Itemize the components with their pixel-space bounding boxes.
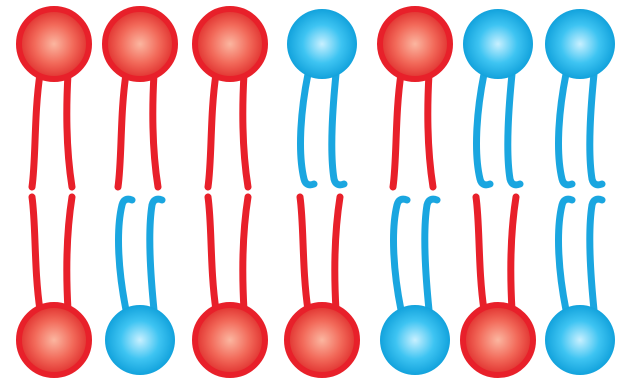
top-lipid-7-tail-left [555,70,576,189]
bottom-lipid-5-tail-left [390,195,411,314]
top-lipid-6-tail-right [504,70,524,189]
top-lipid-7-head [545,9,615,79]
top-lipid-5-head [377,6,453,82]
bottom-lipid-5-head [380,305,450,375]
bottom-lipid-7-blue [545,195,615,375]
bottom-lipid-1-red [16,193,92,378]
top-lipid-6-blue [463,9,533,189]
top-lipid-1-red [16,6,92,191]
top-lipid-4-tail-right [328,70,348,189]
top-lipid-5-red [377,6,453,191]
bottom-lipid-4-head [284,302,360,378]
top-leaflet [16,6,615,191]
top-lipid-1-tail-right [63,70,76,191]
top-lipid-2-tail-right [149,70,162,191]
bottom-lipid-7-tail-left [555,195,576,314]
top-lipid-1-head [16,6,92,82]
top-lipid-2-tail-left [114,70,130,191]
bottom-lipid-6-tail-right [507,193,520,314]
bottom-lipid-3-tail-right [239,193,252,314]
top-lipid-3-red [192,6,268,191]
bottom-lipid-5-tail-right [421,195,441,314]
bottom-lipid-2-tail-left [115,195,136,314]
top-lipid-2-head [102,6,178,82]
bottom-lipid-2-tail-right [146,195,166,314]
top-lipid-4-blue [287,9,357,189]
bottom-lipid-6-head [460,302,536,378]
top-lipid-4-head [287,9,357,79]
bottom-lipid-2-head [105,305,175,375]
top-lipid-5-tail-left [389,70,405,191]
bottom-lipid-6-red [460,193,536,378]
top-lipid-3-tail-left [204,70,220,191]
top-lipid-6-head [463,9,533,79]
top-lipid-6-tail-left [473,70,494,189]
bottom-lipid-3-red [192,193,268,378]
bottom-leaflet [16,193,615,378]
top-lipid-7-blue [545,9,615,189]
top-lipid-4-tail-left [297,70,318,189]
bottom-lipid-1-tail-right [63,193,76,314]
bottom-lipid-4-red [284,193,360,378]
bottom-lipid-4-tail-left [296,193,312,314]
top-lipid-3-tail-right [239,70,252,191]
bottom-lipid-3-head [192,302,268,378]
bottom-lipid-1-tail-left [28,193,44,314]
top-lipid-7-tail-right [586,70,606,189]
top-lipid-1-tail-left [28,70,44,191]
top-lipid-3-head [192,6,268,82]
bottom-lipid-1-head [16,302,92,378]
top-lipid-2-red [102,6,178,191]
bottom-lipid-7-tail-right [586,195,606,314]
bottom-lipid-7-head [545,305,615,375]
top-lipid-5-tail-right [424,70,437,191]
bottom-lipid-2-blue [105,195,175,375]
bottom-lipid-4-tail-right [331,193,344,314]
bottom-lipid-6-tail-left [472,193,488,314]
bottom-lipid-3-tail-left [204,193,220,314]
bottom-lipid-5-blue [380,195,450,375]
